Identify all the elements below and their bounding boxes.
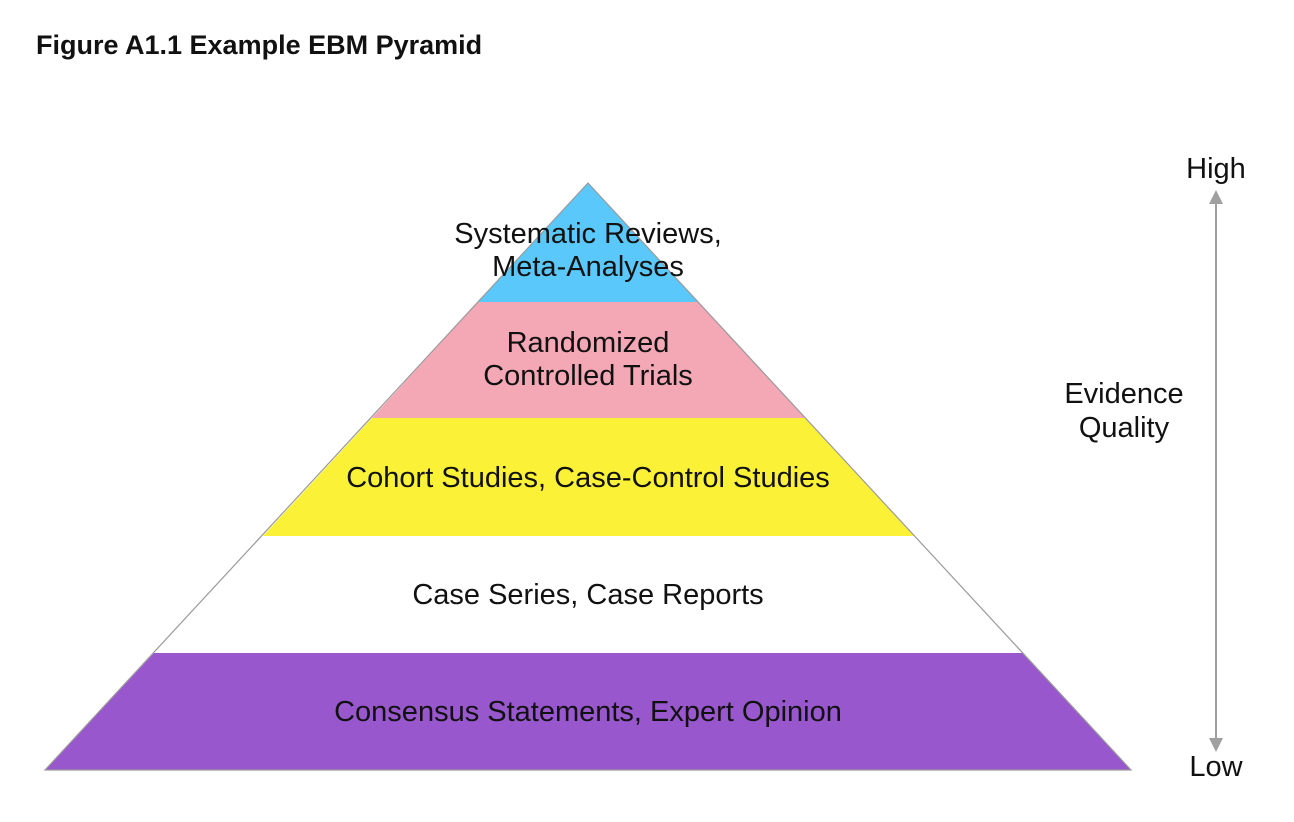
tier-label-line: Systematic Reviews, (454, 218, 722, 250)
tier-label-line: Case Series, Case Reports (412, 579, 763, 611)
axis-title-line: Quality (1079, 412, 1170, 444)
pyramid-tier-randomized-controlled-trials (372, 302, 805, 418)
pyramid-tier-labels: Systematic Reviews, Meta-Analyses Random… (334, 218, 842, 728)
pyramid-tier-systematic-reviews (478, 183, 698, 302)
evidence-quality-axis: High Low Evidence Quality (1064, 153, 1245, 783)
pyramid (43, 182, 1133, 771)
pyramid-tier-consensus-expert-opinion (45, 653, 1131, 770)
axis-title-line: Evidence (1064, 378, 1183, 410)
axis-label-high: High (1186, 153, 1246, 185)
tier-label-line: Meta-Analyses (492, 251, 684, 283)
figure-title: Figure A1.1 Example EBM Pyramid (36, 30, 483, 60)
axis-label-low: Low (1189, 751, 1243, 783)
pyramid-outline (43, 182, 1133, 771)
tier-label-line: Cohort Studies, Case-Control Studies (346, 462, 830, 494)
tier-label-line: Randomized (507, 327, 670, 359)
pyramid-tier-cohort-case-control (263, 418, 914, 536)
tier-label-line: Controlled Trials (483, 360, 693, 392)
pyramid-tier-case-series (154, 536, 1023, 653)
tier-label-line: Consensus Statements, Expert Opinion (334, 696, 842, 728)
